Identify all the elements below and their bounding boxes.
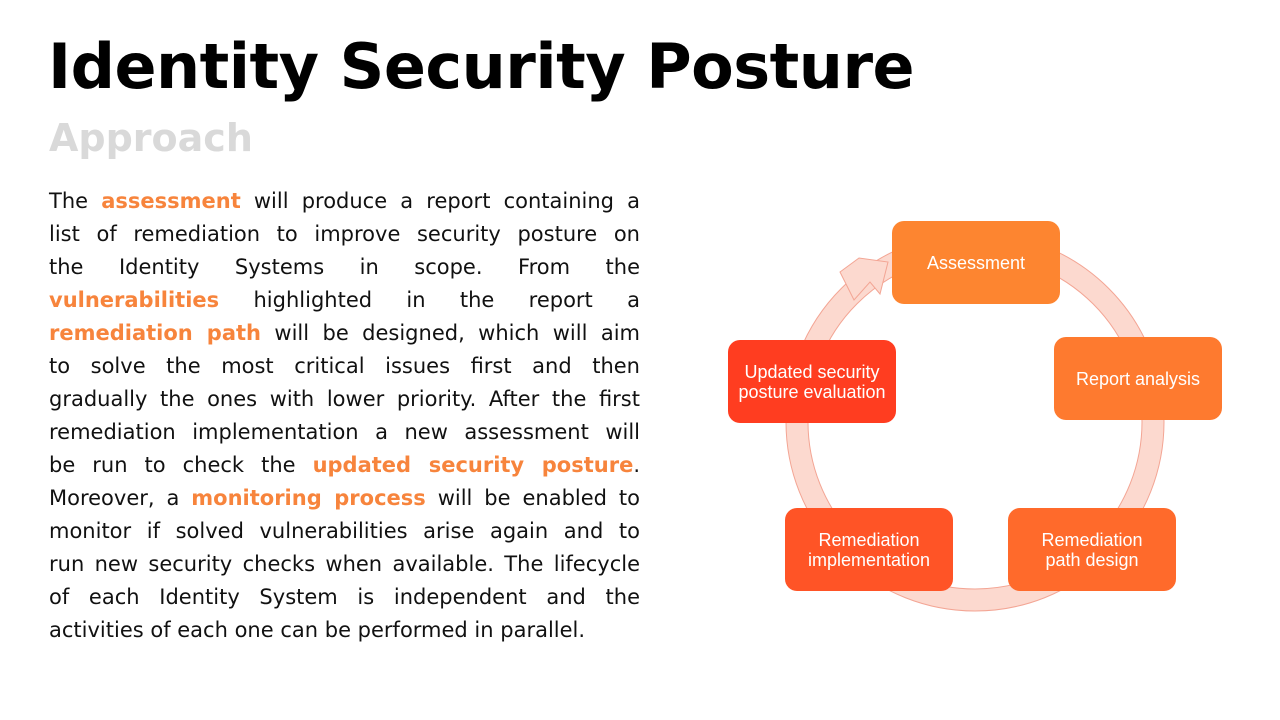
paragraph-text: will be enabled to — [425, 486, 640, 510]
paragraph-line: The assessment will produce a report con… — [49, 185, 640, 218]
highlighted-term: remediation path — [49, 321, 261, 345]
paragraph-text: gradually the ones with lower priority. … — [49, 387, 640, 411]
highlighted-term: vulnerabilities — [49, 288, 220, 312]
page-subtitle: Approach — [49, 116, 253, 160]
paragraph-line: to solve the most critical issues first … — [49, 350, 640, 383]
paragraph-line: Moreover, a monitoring process will be e… — [49, 482, 640, 515]
paragraph-line: vulnerabilities highlighted in the repor… — [49, 284, 640, 317]
paragraph-line: run new security checks when available. … — [49, 548, 640, 581]
paragraph-text: the Identity Systems in scope. From the — [49, 255, 640, 279]
paragraph-text: remediation implementation a new assessm… — [49, 420, 640, 444]
highlighted-term: assessment — [101, 189, 241, 213]
paragraph-line: of each Identity System is independent a… — [49, 581, 640, 614]
paragraph-text: will be designed, which will aim — [260, 321, 640, 345]
paragraph-line: monitor if solved vulnerabilities arise … — [49, 515, 640, 548]
step-updated-security-posture-evaluation: Updated security posture evaluation — [728, 340, 896, 423]
paragraph-line: activities of each one can be performed … — [49, 614, 640, 647]
paragraph-text: of each Identity System is independent a… — [49, 585, 640, 609]
paragraph-text: . — [633, 453, 640, 477]
paragraph-text: will produce a report containing a — [240, 189, 640, 213]
cycle-arrow-icon — [839, 257, 889, 301]
paragraph-text: The — [49, 189, 102, 213]
paragraph-text: activities of each one can be performed … — [49, 618, 586, 642]
paragraph-text: Moreover, a — [49, 486, 192, 510]
paragraph-line: the Identity Systems in scope. From the — [49, 251, 640, 284]
highlighted-term: updated security posture — [312, 453, 634, 477]
paragraph-text: run new security checks when available. … — [49, 552, 640, 576]
highlighted-term: monitoring process — [191, 486, 426, 510]
paragraph-text: highlighted in the report a — [219, 288, 640, 312]
paragraph-text: be run to check the — [49, 453, 313, 477]
step-label: Report analysis — [1075, 368, 1201, 389]
paragraph-line: remediation implementation a new assessm… — [49, 416, 640, 449]
step-label: Remediation implementation — [807, 529, 931, 570]
page-title: Identity Security Posture — [48, 30, 915, 103]
step-remediation-implementation: Remediation implementation — [785, 508, 953, 591]
paragraph-line: gradually the ones with lower priority. … — [49, 383, 640, 416]
lifecycle-diagram: Assessment Report analysis Remediation p… — [720, 210, 1240, 620]
description-paragraph: The assessment will produce a report con… — [49, 185, 640, 647]
paragraph-text: monitor if solved vulnerabilities arise … — [49, 519, 640, 543]
paragraph-line: remediation path will be designed, which… — [49, 317, 640, 350]
step-remediation-path-design: Remediation path design — [1008, 508, 1176, 591]
paragraph-line: list of remediation to improve security … — [49, 218, 640, 251]
step-label: Assessment — [926, 252, 1026, 273]
step-label: Remediation path design — [1041, 529, 1143, 570]
step-label: Updated security posture evaluation — [738, 361, 886, 402]
paragraph-line: be run to check the updated security pos… — [49, 449, 640, 482]
paragraph-text: to solve the most critical issues first … — [49, 354, 640, 378]
paragraph-text: list of remediation to improve security … — [49, 222, 640, 246]
step-assessment: Assessment — [892, 221, 1060, 304]
step-report-analysis: Report analysis — [1054, 337, 1222, 420]
